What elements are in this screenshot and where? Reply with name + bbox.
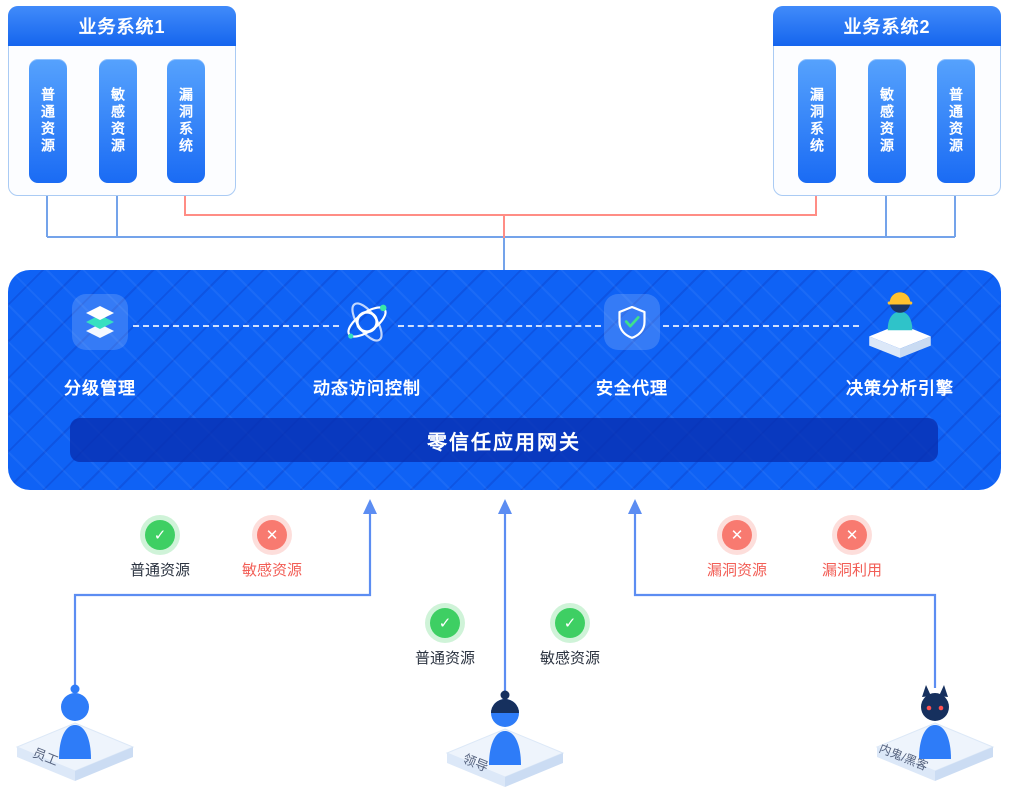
check-icon: ✓: [429, 608, 460, 638]
badge-label: 敏感资源: [241, 562, 303, 579]
gateway-banner: 零信任应用网关: [70, 418, 938, 462]
resource-pill: 敏感资源: [99, 59, 137, 183]
hacker-head: [921, 693, 949, 721]
cross-icon: ✕: [256, 520, 287, 550]
badge-label: 敏感资源: [539, 650, 601, 667]
resource-pill: 普通资源: [29, 59, 67, 183]
resource-pill: 普通资源: [937, 59, 975, 183]
arrowhead-middle: [498, 499, 512, 514]
pill-label: 漏洞系统: [809, 87, 825, 155]
actor-employee: 员工: [15, 684, 135, 781]
actor-leader: 领导: [445, 690, 565, 787]
dashed-connector: [133, 325, 339, 327]
badge-label: 普通资源: [414, 650, 476, 667]
check-icon: ✓: [554, 608, 585, 638]
module-label: 安全代理: [596, 379, 668, 398]
system-box-1: 业务系统1 普通资源 敏感资源 漏洞系统: [8, 6, 236, 196]
cross-icon: ✕: [836, 520, 867, 550]
orbit-icon: [339, 294, 395, 350]
module-security-proxy: 安全代理: [552, 294, 712, 399]
pill-label: 敏感资源: [879, 87, 895, 155]
badge-label: 漏洞利用: [821, 562, 883, 579]
analyst-box-icon: [861, 283, 939, 361]
pill-label: 普通资源: [948, 87, 964, 155]
top-blue-lines: [46, 196, 956, 272]
badge-employee-normal: ✓ 普通资源: [130, 520, 190, 580]
badge-leader-normal: ✓ 普通资源: [415, 608, 475, 668]
resource-pill: 敏感资源: [868, 59, 906, 183]
actor-hacker: 内鬼/黑客: [875, 685, 995, 781]
badge-hacker-vuln-resource: ✕ 漏洞资源: [707, 520, 767, 580]
system-2-title: 业务系统2: [773, 6, 1001, 46]
leader-body: [489, 731, 521, 765]
check-icon: ✓: [144, 520, 175, 550]
system-box-2: 业务系统2 漏洞系统 敏感资源 普通资源: [773, 6, 1001, 196]
module-label: 动态访问控制: [313, 379, 421, 398]
resource-pill: 漏洞系统: [167, 59, 205, 183]
system-1-title: 业务系统1: [8, 6, 236, 46]
module-label: 分级管理: [64, 379, 136, 398]
badge-employee-sensitive: ✕ 敏感资源: [242, 520, 302, 580]
dashed-connector: [663, 325, 859, 327]
module-dynamic-access-control: 动态访问控制: [287, 294, 447, 399]
resource-pill: 漏洞系统: [798, 59, 836, 183]
module-label: 决策分析引擎: [846, 379, 954, 398]
layers-icon: [72, 294, 128, 350]
pill-label: 敏感资源: [110, 87, 126, 155]
dashed-connector: [398, 325, 601, 327]
arrowhead-left: [363, 499, 377, 514]
badge-leader-sensitive: ✓ 敏感资源: [540, 608, 600, 668]
arrowhead-right: [628, 499, 642, 514]
employee-head: [61, 693, 89, 721]
shield-check-icon: [604, 294, 660, 350]
pill-label: 漏洞系统: [178, 87, 194, 155]
badge-label: 普通资源: [129, 562, 191, 579]
module-tiered-management: 分级管理: [20, 294, 180, 399]
employee-body: [59, 725, 91, 759]
gateway-panel: 分级管理 动态访问控制 安全代理: [8, 270, 1001, 490]
badge-label: 漏洞资源: [706, 562, 768, 579]
pill-label: 普通资源: [40, 87, 56, 155]
badge-hacker-exploit: ✕ 漏洞利用: [822, 520, 882, 580]
cross-icon: ✕: [721, 520, 752, 550]
hacker-body: [919, 725, 951, 759]
module-decision-engine: 决策分析引擎: [820, 292, 980, 399]
top-red-lines: [184, 196, 817, 238]
